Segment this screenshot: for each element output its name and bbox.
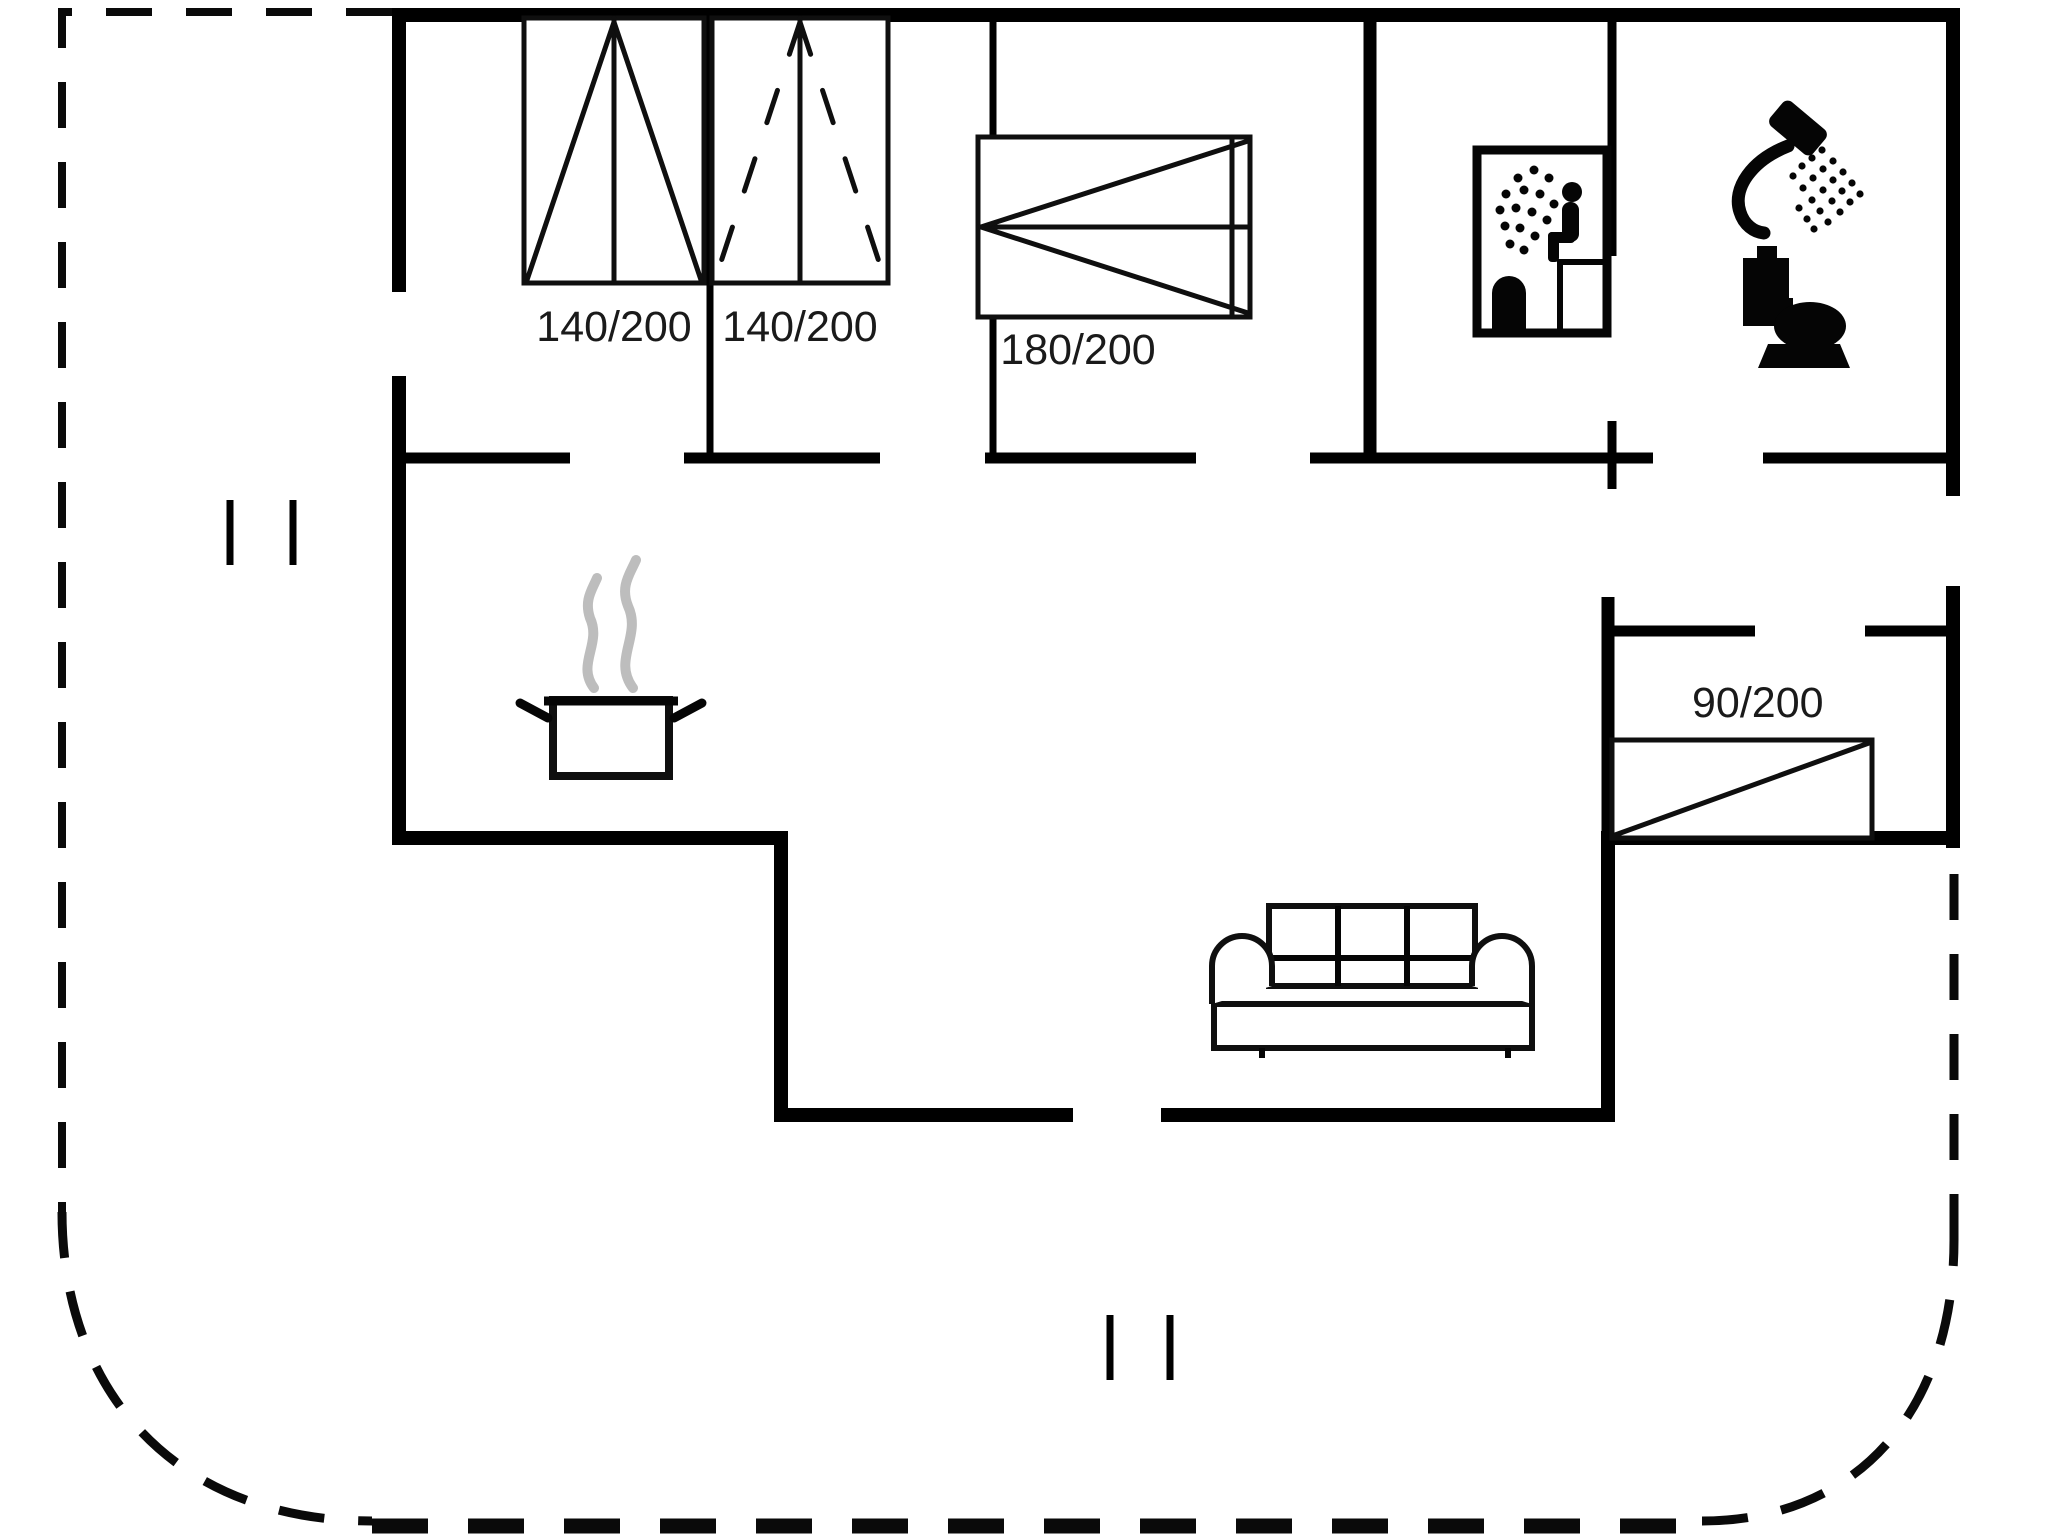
sofa-icon [1209, 903, 1535, 1058]
sofa-back-cushions [1266, 903, 1478, 989]
shower-spray-dots [1789, 146, 1864, 233]
wall-left-lower [392, 376, 1073, 1122]
bed-duvet-line-dashed [797, 19, 888, 283]
bed-duvet-line [978, 224, 1251, 316]
shower-hose [1731, 139, 1795, 240]
terrace-boundary [57, 8, 1959, 1534]
bed-size-label: 140/200 [536, 303, 691, 351]
toilet-bowl [1774, 302, 1846, 350]
double-bed-180: 180/200 [975, 134, 1253, 374]
sauna-bench [1557, 259, 1604, 329]
cooking-pot-icon [515, 555, 707, 780]
bed-duvet-line-dashed [712, 19, 803, 283]
pot-body [549, 696, 673, 780]
toilet-button [1757, 246, 1777, 258]
steam-icon [582, 555, 641, 693]
sauna-stove [1492, 276, 1526, 329]
pot-handle-left [515, 698, 553, 723]
bed-size-label: 90/200 [1692, 679, 1824, 727]
shower-icon [1731, 100, 1864, 240]
sofa-arm-left [1209, 933, 1275, 1004]
terrace-corner-bottom-left [57, 1211, 373, 1526]
sauna-person [1548, 182, 1582, 262]
bed-duvet-line [611, 19, 704, 283]
shower-head [1769, 100, 1827, 156]
double-bed-140-second: 140/200 [709, 15, 891, 351]
toilet-icon [1743, 246, 1850, 368]
terrace-corner-bottom-right [1701, 1239, 1959, 1526]
bed-duvet-line [1612, 740, 1872, 838]
bed-size-label: 180/200 [1000, 326, 1155, 374]
terrace-edge-top-left [58, 8, 392, 1212]
sofa-base [1211, 1001, 1535, 1051]
bed-duvet-line [978, 138, 1251, 230]
sofa-arm-right [1469, 933, 1535, 1004]
pot-handle-right [669, 698, 707, 723]
sauna-steam-dots [1495, 165, 1559, 255]
toilet-base [1758, 344, 1850, 368]
sauna-pictogram [1472, 145, 1612, 338]
single-bed-90: 90/200 [1609, 679, 1875, 841]
bed-duvet-line [524, 19, 617, 283]
double-bed-140-first: 140/200 [521, 15, 707, 351]
bed-size-label: 140/200 [722, 303, 877, 351]
